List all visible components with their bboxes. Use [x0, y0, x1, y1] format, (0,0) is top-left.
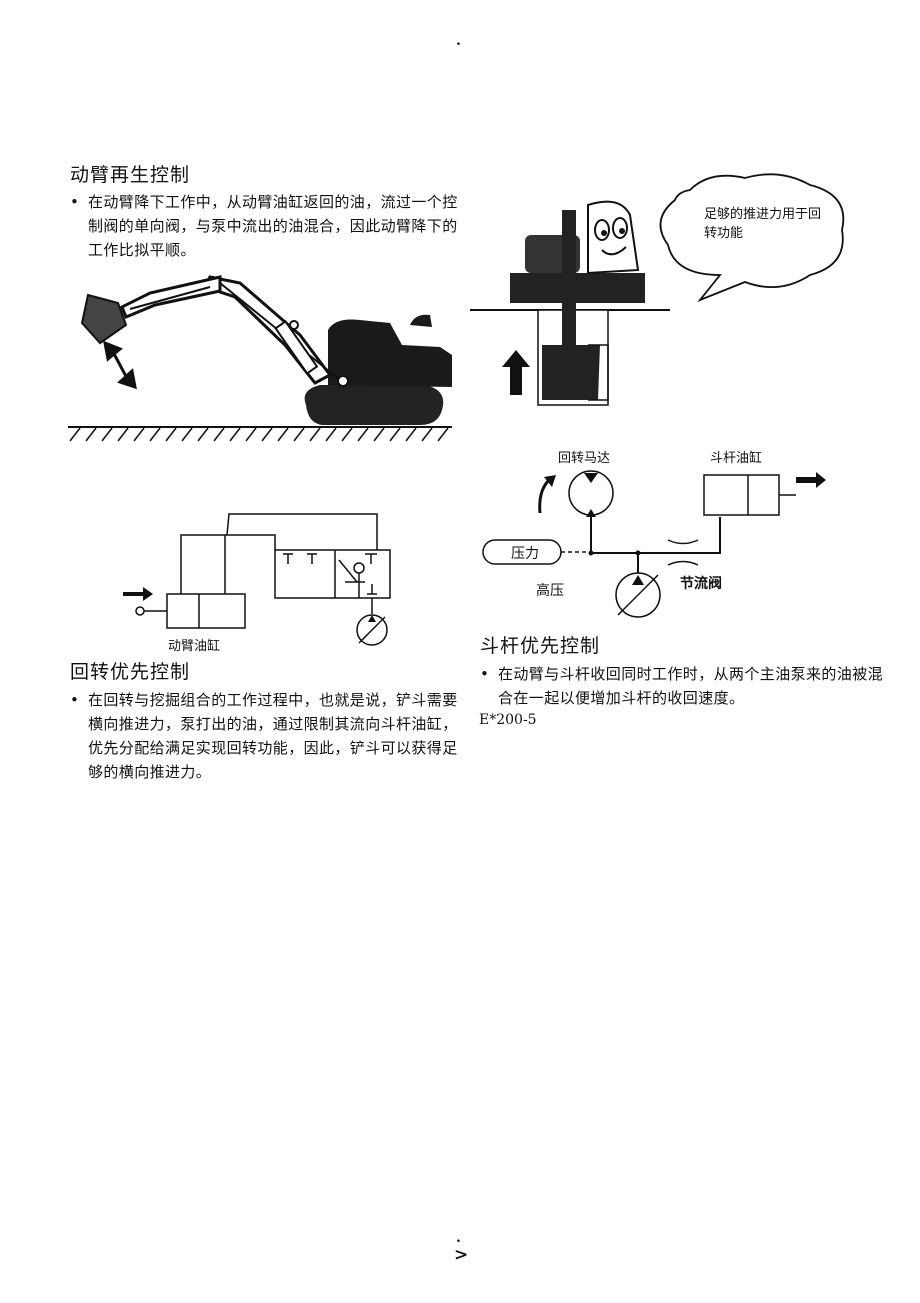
paragraph-boom-regeneration: • 在动臂降下工作中，从动臂油缸返回的油，流过一个控制阀的单向阀，与泵中流出的油混…: [70, 190, 466, 262]
paragraph-arm-priority: • 在动臂与斗杆收回同时工作时，从两个主油泵来的油被混合在一起以便增加斗杆的收回速…: [480, 662, 883, 710]
boom-cylinder-symbol: [166, 593, 246, 629]
bullet-icon: •: [480, 665, 490, 683]
up-down-arrow-icon: [103, 340, 137, 390]
paragraph-text: 在动臂降下工作中，从动臂油缸返回的油，流过一个控制阀的单向阀，与泵中流出的油混合…: [88, 193, 458, 259]
document-code: E*200-5: [479, 712, 537, 728]
bullet-icon: •: [70, 691, 80, 709]
paragraph-text: 在回转与挖掘组合的工作过程中，也就是说，铲斗需要横向推进力，泵打出的油，通过限制…: [88, 691, 458, 781]
label-high-pressure: 高压: [536, 583, 564, 599]
arm-cylinder-symbol: [703, 474, 780, 516]
label-pressure: 压力: [511, 546, 539, 562]
excavator-illustration: [68, 275, 452, 442]
label-arm-cylinder: 斗杆油缸: [710, 451, 763, 466]
bullet-icon: •: [70, 193, 80, 211]
footer-arrow: >: [454, 1245, 469, 1265]
header-mark: .: [456, 33, 461, 49]
paragraph-text: 在动臂与斗杆收回同时工作时，从两个主油泵来的油被混合在一起以便增加斗杆的收回速度…: [498, 665, 884, 707]
control-valve-symbol: [274, 549, 391, 599]
footer-mark: .: [456, 1230, 461, 1246]
section-title-swing-priority: 回转优先控制: [70, 661, 191, 683]
label-swing-motor: 回转马达: [558, 451, 611, 466]
section-title-boom-regeneration: 动臂再生控制: [70, 164, 191, 186]
arrow-up-icon: [502, 350, 530, 395]
cartoon-excavator-illustration: [470, 200, 670, 406]
arm-priority-circuit: [482, 470, 826, 618]
paragraph-swing-priority: • 在回转与挖掘组合的工作过程中，也就是说，铲斗需要横向推进力，泵打出的油，通过限…: [70, 688, 466, 784]
label-throttle-valve: 节流阀: [680, 576, 722, 592]
section-title-arm-priority: 斗杆优先控制: [480, 635, 601, 657]
speech-bubble: [659, 173, 845, 303]
bubble-text: 足够的推进力用于回转功能: [704, 207, 822, 241]
arrow-right-icon: [796, 472, 826, 488]
boom-regeneration-circuit: [123, 513, 391, 646]
arrow-right-icon: [123, 587, 153, 601]
label-boom-cylinder: 动臂油缸: [168, 639, 221, 654]
